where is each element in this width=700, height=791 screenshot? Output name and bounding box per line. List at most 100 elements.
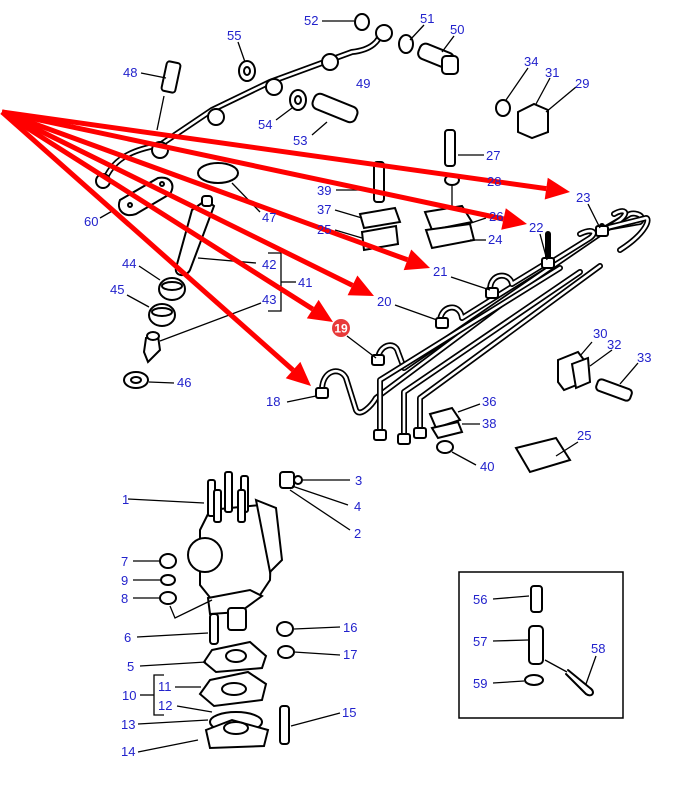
part-44-seal[interactable] xyxy=(138,265,186,301)
label-17[interactable]: 17 xyxy=(343,647,357,662)
part-56-bolt[interactable] xyxy=(492,585,543,613)
label-48[interactable]: 48 xyxy=(123,65,137,80)
label-31[interactable]: 31 xyxy=(545,65,559,80)
label-35[interactable]: 25 xyxy=(317,222,331,237)
label-21[interactable]: 21 xyxy=(433,264,447,279)
label-40[interactable]: 40 xyxy=(480,459,494,474)
label-10[interactable]: 10 xyxy=(122,688,136,703)
label-42[interactable]: 42 xyxy=(262,257,276,272)
label-53[interactable]: 53 xyxy=(293,133,307,148)
part-59-washer[interactable] xyxy=(492,674,544,686)
part-45-seal[interactable] xyxy=(126,294,176,327)
label-13[interactable]: 13 xyxy=(121,717,135,732)
part-3-plug[interactable] xyxy=(293,475,350,485)
part-33-bolt[interactable] xyxy=(595,362,639,402)
part-57-clevis-pin[interactable] xyxy=(492,625,544,665)
label-15[interactable]: 15 xyxy=(342,705,356,720)
label-57[interactable]: 57 xyxy=(473,634,487,649)
part-55-washer[interactable] xyxy=(237,41,256,82)
part-24-clamp-half[interactable] xyxy=(424,222,486,250)
label-41[interactable]: 41 xyxy=(298,275,312,290)
part-58-split-pin[interactable] xyxy=(544,655,597,697)
label-49[interactable]: 49 xyxy=(356,76,370,91)
label-34[interactable]: 34 xyxy=(524,54,538,69)
part-53-union-bolt[interactable] xyxy=(311,92,360,136)
part-2-plug[interactable] xyxy=(289,489,351,531)
part-50-bolt[interactable] xyxy=(416,35,459,75)
label-50[interactable]: 50 xyxy=(450,22,464,37)
part-52-washer[interactable] xyxy=(322,13,370,31)
label-14[interactable]: 14 xyxy=(121,744,135,759)
part-15-stud[interactable] xyxy=(279,705,341,745)
label-29[interactable]: 29 xyxy=(575,76,589,91)
label-23[interactable]: 23 xyxy=(576,190,590,205)
label-24[interactable]: 24 xyxy=(488,232,502,247)
label-56[interactable]: 56 xyxy=(473,592,487,607)
label-33[interactable]: 33 xyxy=(637,350,651,365)
part-39-bolt[interactable] xyxy=(336,161,385,203)
part-32-clamp[interactable] xyxy=(570,349,613,390)
label-43[interactable]: 43 xyxy=(262,292,276,307)
part-25-clamp[interactable] xyxy=(514,436,579,474)
label-59[interactable]: 59 xyxy=(473,676,487,691)
label-58[interactable]: 58 xyxy=(591,641,605,656)
label-5[interactable]: 5 xyxy=(127,659,134,674)
label-16[interactable]: 16 xyxy=(343,620,357,635)
part-38-clamp[interactable] xyxy=(430,420,480,440)
part-31-clamp[interactable] xyxy=(517,77,551,140)
label-3[interactable]: 3 xyxy=(355,473,362,488)
part-43-nozzle[interactable] xyxy=(142,302,262,364)
label-51[interactable]: 51 xyxy=(420,11,434,26)
label-60[interactable]: 60 xyxy=(84,214,98,229)
label-44[interactable]: 44 xyxy=(122,256,136,271)
part-36-clamp[interactable] xyxy=(428,403,481,430)
part-34-nut[interactable] xyxy=(495,67,529,117)
part-8-washer[interactable] xyxy=(133,591,213,619)
label-28[interactable]: 28 xyxy=(487,174,501,189)
part-51-washer[interactable] xyxy=(398,24,425,54)
part-37-clamp-half[interactable] xyxy=(334,206,402,230)
label-46[interactable]: 46 xyxy=(177,375,191,390)
part-17-washer[interactable] xyxy=(277,645,341,659)
part-14-flange[interactable] xyxy=(137,718,270,753)
label-2[interactable]: 2 xyxy=(354,526,361,541)
part-9-washer[interactable] xyxy=(133,574,176,586)
label-52[interactable]: 52 xyxy=(304,13,318,28)
part-5-gasket[interactable] xyxy=(139,640,268,674)
part-11-plate[interactable] xyxy=(175,670,268,708)
injection-pipes[interactable] xyxy=(315,208,651,445)
label-47[interactable]: 47 xyxy=(262,210,276,225)
label-32[interactable]: 32 xyxy=(607,337,621,352)
label-22[interactable]: 22 xyxy=(529,220,543,235)
label-38[interactable]: 38 xyxy=(482,416,496,431)
part-54-washer[interactable] xyxy=(275,89,307,121)
part-1-injection-pump[interactable] xyxy=(127,471,284,631)
label-55[interactable]: 55 xyxy=(227,28,241,43)
part-16-nut[interactable] xyxy=(276,621,341,637)
label-26[interactable]: 26 xyxy=(489,209,503,224)
part-29-clamp[interactable] xyxy=(545,86,577,113)
label-20[interactable]: 20 xyxy=(377,294,391,309)
highlighted-part-19-badge[interactable]: 19 xyxy=(332,319,350,337)
part-6-stud[interactable] xyxy=(136,613,219,645)
label-4[interactable]: 4 xyxy=(354,499,361,514)
label-12[interactable]: 12 xyxy=(158,698,172,713)
part-47-clamp[interactable] xyxy=(197,162,261,213)
label-6[interactable]: 6 xyxy=(124,630,131,645)
part-27-bolt[interactable] xyxy=(444,129,484,167)
label-37[interactable]: 37 xyxy=(317,202,331,217)
label-54[interactable]: 54 xyxy=(258,117,272,132)
part-46-washer[interactable] xyxy=(123,371,175,389)
label-45[interactable]: 45 xyxy=(110,282,124,297)
part-40-nut[interactable] xyxy=(436,440,477,466)
label-9[interactable]: 9 xyxy=(121,573,128,588)
label-30[interactable]: 30 xyxy=(593,326,607,341)
label-25[interactable]: 25 xyxy=(577,428,591,443)
part-7-nut[interactable] xyxy=(133,553,177,569)
label-18[interactable]: 18 xyxy=(266,394,280,409)
part-4-cap[interactable] xyxy=(279,471,349,506)
label-8[interactable]: 8 xyxy=(121,591,128,606)
label-11[interactable]: 11 xyxy=(158,679,172,694)
leak-off-pipe[interactable] xyxy=(95,24,393,189)
part-48-banjo-bolt[interactable] xyxy=(140,60,182,131)
